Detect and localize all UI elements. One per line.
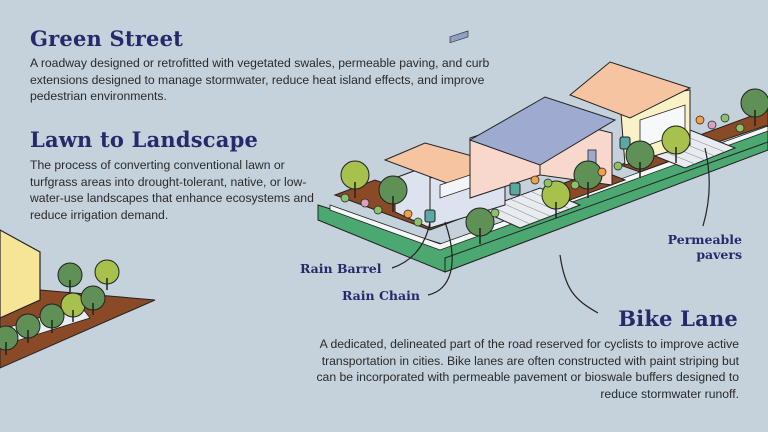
tree	[15, 313, 41, 343]
tree	[57, 262, 83, 292]
green-street-description: A roadway designed or retrofitted with v…	[30, 56, 490, 103]
tree	[80, 285, 106, 315]
tree	[740, 88, 768, 126]
bike-lane-title: Bike Lane	[618, 306, 738, 331]
rain-barrel-icon	[619, 136, 631, 150]
green-street-title: Green Street	[30, 26, 184, 51]
rain-chain-label: Rain Chain	[342, 288, 420, 303]
permeable-pavers-leader	[702, 147, 710, 227]
rain-barrel-icon	[424, 209, 436, 223]
lawn-to-landscape-description: The process of converting conventional l…	[30, 158, 314, 222]
rain-barrel-label: Rain Barrel	[300, 261, 382, 276]
rain-barrel-icon	[509, 182, 521, 196]
rain-chain-leader	[427, 221, 453, 296]
shrubs	[340, 113, 745, 227]
tree	[94, 259, 120, 290]
permeable-pavers-label-line2: pavers	[696, 247, 742, 262]
tree	[39, 303, 65, 333]
street-trees	[340, 88, 768, 244]
tree	[625, 140, 655, 178]
tree	[465, 207, 495, 244]
tree	[0, 325, 19, 355]
bike-lane-leader	[559, 254, 599, 314]
callout-leaders	[391, 147, 710, 314]
rain-barrel-leader	[391, 221, 431, 269]
tree	[541, 180, 571, 218]
tree	[378, 175, 408, 212]
lawn-to-landscape-title: Lawn to Landscape	[30, 127, 259, 152]
bike-lane-description: A dedicated, delineated part of the road…	[316, 337, 739, 401]
tree	[340, 160, 370, 198]
permeable-pavers-label: Permeable pavers	[668, 232, 742, 262]
tree	[661, 125, 691, 163]
permeable-pavers-label-line1: Permeable	[667, 232, 742, 247]
lawn-to-landscape-illustration	[0, 229, 156, 369]
